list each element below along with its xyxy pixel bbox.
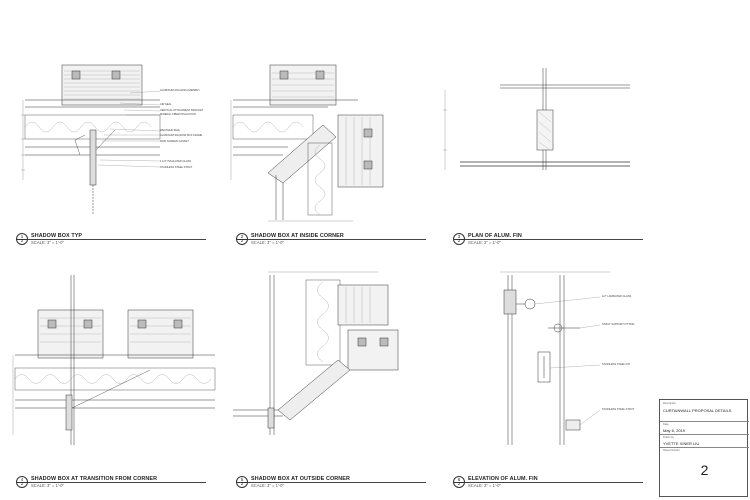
- annotation: AIR SEAL: [160, 103, 172, 106]
- detail-scale: SCALE: 3" = 1'-0": [468, 239, 501, 245]
- detail-scale: SCALE: 3" = 1'-0": [251, 482, 284, 488]
- annotation: 1 1/2" INSULATED GLASS: [160, 160, 192, 163]
- detail-caption-4: 4 2 SHADOW BOX AT TRANSITION FROM CORNER…: [16, 476, 206, 492]
- detail-scale: SCALE: 3" = 1'-0": [468, 482, 501, 488]
- detail-title: SHADOW BOX AT OUTSIDE CORNER: [251, 476, 350, 482]
- detail-title: SHADOW BOX AT TRANSITION FROM CORNER: [31, 476, 158, 482]
- detail-caption-2: 2 2 SHADOW BOX AT INSIDE CORNER SCALE: 3…: [236, 233, 426, 249]
- annotation: STRUT SUPPORT FITTING: [602, 323, 635, 326]
- date-label: Date: [663, 423, 669, 426]
- annotation: ALUMINUM SHADOW BOX FRAME: [160, 134, 203, 137]
- detail-scale: SCALE: 3" = 1'-0": [31, 239, 64, 245]
- detail-5-drawing: [233, 271, 399, 435]
- detail-1-drawing: [21, 64, 161, 215]
- detail-4-drawing: [12, 275, 216, 445]
- annotation: VERTICAL ATTACHMENT BRACKET: [160, 109, 204, 112]
- detail-title: SHADOW BOX AT INSIDE CORNER: [251, 233, 344, 239]
- annotation: STAINLESS STEEL STRUT: [160, 166, 193, 169]
- annotation: MINERAL FIBER INSULATION: [160, 113, 196, 116]
- detail-title: ELEVATION OF ALUM. FIN: [468, 476, 538, 482]
- detail-number-bubble: 1 2: [16, 233, 28, 245]
- title-block: Description CURTAINWALL PROPOSAL DETAILS…: [659, 399, 749, 497]
- annotation: ALUMINUM ANCHOR ASSEMBLY: [160, 89, 201, 92]
- detail-scale: SCALE: 3" = 1'-0": [251, 239, 284, 245]
- detail-3-drawing: [443, 68, 630, 170]
- detail-title: PLAN OF ALUM. FIN: [468, 233, 522, 239]
- detail-number-bubble: 3 2: [453, 233, 465, 245]
- detail-2-drawing: [230, 64, 384, 222]
- detail-number-bubble: 4 2: [16, 476, 28, 488]
- description-label: Description: [663, 402, 676, 405]
- detail-caption-3: 3 2 PLAN OF ALUM. FIN SCALE: 3" = 1'-0": [453, 233, 643, 249]
- annotation: STAINLESS STEEL FIN: [602, 363, 630, 366]
- annotation: STAINLESS STEEL STRUT: [602, 408, 635, 411]
- annotation: 1/2" LAMINATED GLASS: [602, 295, 632, 298]
- annotation: WEATHER SEAL: [160, 129, 181, 132]
- drawn-by-label: Drawn by: [663, 436, 674, 439]
- drawn-by-value: YVETTE XINER LIU: [663, 441, 700, 446]
- annotation: RAIN SCREEN GASKET: [160, 140, 189, 143]
- detail-6-drawing: [500, 271, 610, 445]
- sheet-number: 2: [700, 462, 709, 478]
- detail-caption-6: 6 2 ELEVATION OF ALUM. FIN SCALE: 3" = 1…: [453, 476, 643, 492]
- description-value: CURTAINWALL PROPOSAL DETAILS: [663, 408, 732, 413]
- detail-caption-5: 5 2 SHADOW BOX AT OUTSIDE CORNER SCALE: …: [236, 476, 426, 492]
- detail-title: SHADOW BOX TYP: [31, 233, 83, 239]
- detail-caption-1: 1 2 SHADOW BOX TYP SCALE: 3" = 1'-0": [16, 233, 206, 249]
- detail-scale: SCALE: 3" = 1'-0": [31, 482, 64, 488]
- detail-number-bubble: 2 2: [236, 233, 248, 245]
- detail-number-bubble: 6 2: [453, 476, 465, 488]
- date-value: May 6, 2019: [663, 428, 686, 433]
- detail-number-bubble: 5 2: [236, 476, 248, 488]
- sheet-number-label: Sheet Number: [663, 449, 680, 452]
